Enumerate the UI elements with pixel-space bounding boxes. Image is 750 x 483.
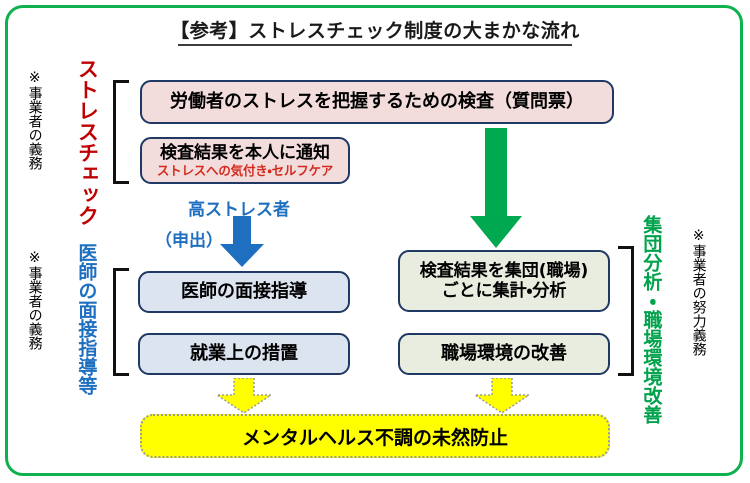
category-label-stress-check: ストレスチェック <box>75 58 100 226</box>
outer-green-frame <box>5 5 743 476</box>
box-mental-health-prevention-label: メンタルヘルス不調の未然防止 <box>241 426 508 449</box>
box-aggregate-analysis[interactable]: 検査結果を集団(職場) ごとに集計・分析 <box>398 250 610 312</box>
category-label-group-analysis: 集団分析・職場環境改善 <box>640 215 663 424</box>
box-notify-result-label: 検査結果を本人に通知 <box>160 142 330 163</box>
down-arrow-icon <box>214 377 274 414</box>
annotation-high-stress: 高ストレス者 <box>188 200 290 220</box>
blue-arrow-to-interview <box>218 216 266 272</box>
green-arrow-to-aggregate <box>468 128 524 254</box>
bracket-stress-check <box>113 80 129 184</box>
box-workplace-improvement-label: 職場環境の改善 <box>441 343 567 365</box>
box-stress-survey[interactable]: 労働者のストレスを把握するための検査（質問票） <box>140 80 614 124</box>
box-notify-result[interactable]: 検査結果を本人に通知 ストレスへの気付き・セルフケア <box>140 137 350 184</box>
down-arrow-icon <box>470 128 522 248</box>
yellow-arrow-right <box>472 377 532 418</box>
down-arrow-icon <box>220 216 264 267</box>
note-stress-check-obligation: ※事業者の義務 <box>26 70 43 170</box>
down-arrow-icon <box>472 377 532 414</box>
category-label-doctor-interview: 医師の面接指導等 <box>75 243 98 395</box>
box-aggregate-analysis-line1: 検査結果を集団(職場) <box>419 260 589 281</box>
bracket-group-analysis <box>618 246 634 376</box>
note-group-analysis-effort-obligation: ※事業者の努力義務 <box>690 228 707 356</box>
box-stress-survey-label: 労働者のストレスを把握するための検査（質問票） <box>170 91 584 113</box>
box-aggregate-analysis-line2: ごとに集計・分析 <box>441 281 567 301</box>
box-doctor-interview[interactable]: 医師の面接指導 <box>138 271 350 313</box>
box-workplace-improvement[interactable]: 職場環境の改善 <box>398 333 610 375</box>
box-doctor-interview-label: 医師の面接指導 <box>181 281 307 303</box>
note-doctor-interview-obligation: ※事業者の義務 <box>26 250 43 350</box>
box-employment-measures-label: 就業上の措置 <box>190 343 298 365</box>
box-mental-health-prevention[interactable]: メンタルヘルス不調の未然防止 <box>140 414 610 458</box>
box-notify-result-sublabel: ストレスへの気付き・セルフケア <box>156 162 334 178</box>
bracket-doctor-interview <box>113 268 129 376</box>
annotation-application: （申出） <box>155 231 223 251</box>
title-underline <box>178 44 572 46</box>
yellow-arrow-left <box>214 377 274 418</box>
page-title: 【参考】ストレスチェック制度の大まかな流れ <box>170 20 580 42</box>
box-employment-measures[interactable]: 就業上の措置 <box>138 333 350 375</box>
